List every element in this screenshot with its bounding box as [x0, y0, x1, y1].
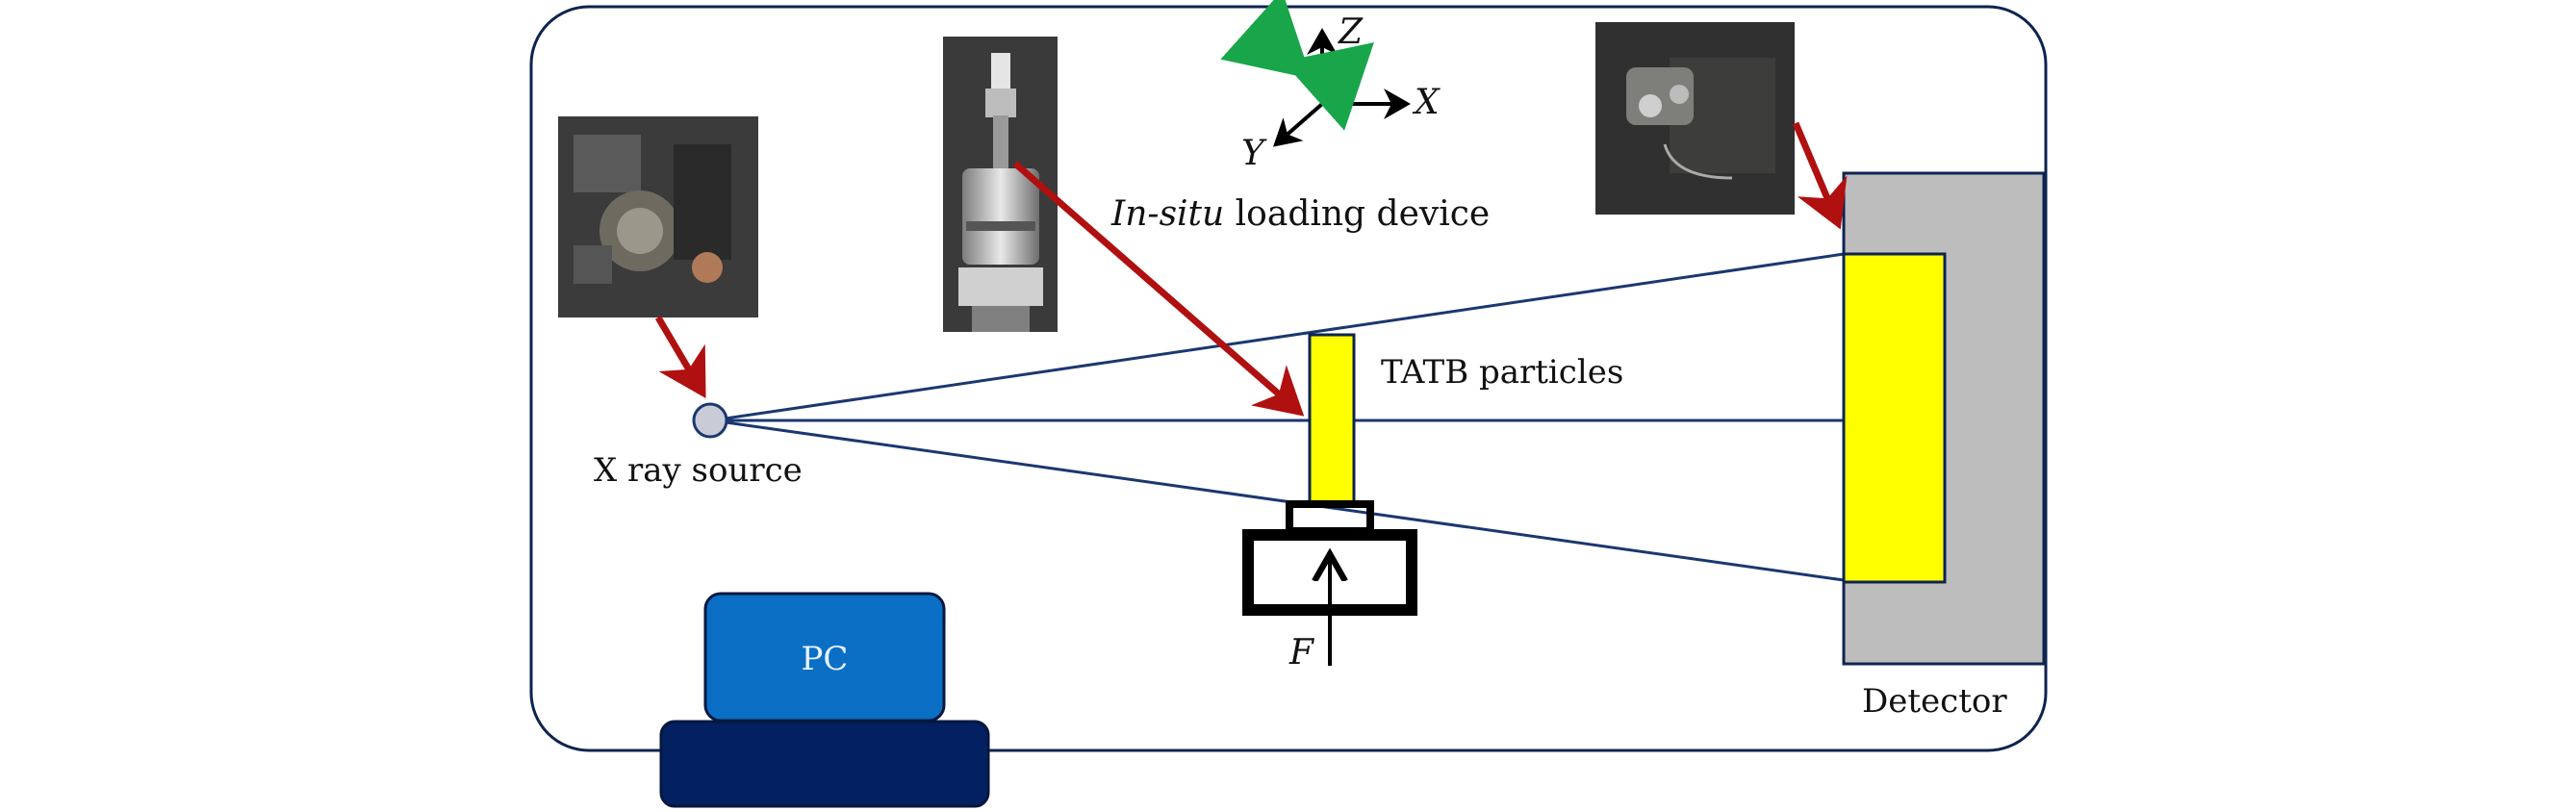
rotation-icon — [1220, 0, 1374, 131]
xray-beams — [711, 252, 1845, 582]
detector-pointer-arrow — [1792, 121, 1848, 230]
axis-y-label: Y — [1241, 134, 1267, 173]
beam-lower — [711, 419, 1845, 582]
pc-screen — [703, 592, 946, 723]
axis-y-line — [1272, 102, 1324, 147]
device-label-suffix: loading device — [1224, 194, 1490, 234]
axis-z-label: Z — [1338, 13, 1364, 52]
force-label: F — [1288, 633, 1315, 672]
device-label-prefix: In-situ — [1110, 194, 1224, 234]
source-photo — [558, 116, 758, 317]
detector-active-area — [1842, 252, 1947, 584]
source-label: X ray source — [594, 451, 803, 490]
particles-label: TATB particles — [1381, 353, 1623, 392]
source-pointer-arrow — [654, 316, 706, 399]
axis-x-label: X — [1412, 83, 1441, 122]
loading-device-photo — [943, 37, 1058, 332]
loading-stage — [1242, 500, 1417, 666]
source-icon — [692, 402, 728, 439]
device-label: In-situ loading device — [1110, 194, 1490, 234]
tatb-sample — [1308, 333, 1356, 506]
pc-base — [659, 720, 990, 808]
pc-label: PC — [802, 640, 849, 678]
detector-photo — [1595, 22, 1795, 215]
beam-upper — [711, 252, 1845, 422]
detector-label: Detector — [1862, 682, 2007, 721]
pointer-arrows — [654, 121, 1848, 417]
device-pointer-arrow — [1012, 161, 1305, 417]
